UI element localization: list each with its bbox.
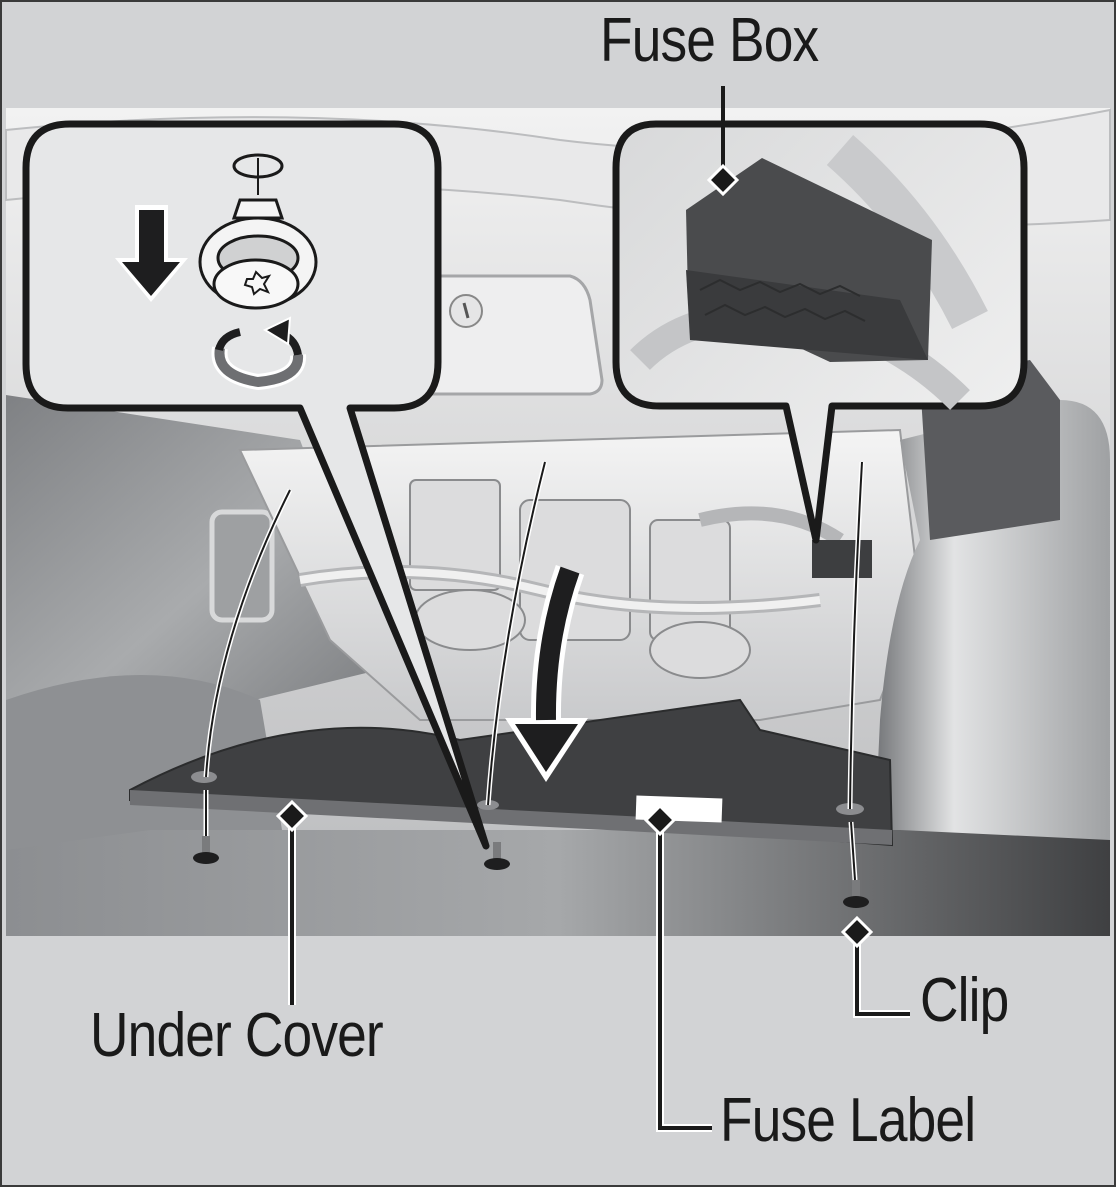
rotate-arrow-icon bbox=[211, 316, 306, 391]
support-bar bbox=[826, 134, 988, 329]
clip-guide-lines bbox=[203, 461, 865, 881]
fuse-box-large bbox=[686, 158, 932, 362]
keyhole bbox=[462, 302, 470, 319]
down-arrow-icon bbox=[115, 205, 188, 302]
clip bbox=[843, 880, 869, 908]
clips bbox=[193, 836, 869, 908]
label-clip: Clip bbox=[920, 966, 1009, 1035]
under-cover-pointer bbox=[275, 799, 309, 833]
fuse-box-inset bbox=[612, 120, 1028, 544]
clip-pointer bbox=[840, 915, 874, 949]
label-under-cover: Under Cover bbox=[90, 1001, 384, 1070]
under-cover-edge bbox=[130, 790, 892, 845]
fuse-box-pointer bbox=[706, 163, 740, 197]
clip-boss bbox=[191, 771, 217, 783]
pull-down-arrow bbox=[505, 564, 588, 782]
floor-area bbox=[6, 830, 1110, 936]
label-fuse-box: Fuse Box bbox=[600, 6, 819, 75]
glove-box-handle bbox=[418, 274, 604, 396]
fuse-box-in-scene bbox=[812, 540, 872, 578]
label-fuse-label: Fuse Label bbox=[720, 1086, 976, 1155]
fuse-label-pointer bbox=[643, 803, 677, 837]
push-clip-icon bbox=[198, 153, 318, 310]
clip bbox=[193, 836, 219, 864]
clip-removal-inset bbox=[22, 120, 490, 850]
side-vent bbox=[209, 509, 275, 623]
clip bbox=[484, 842, 510, 870]
callout-leaders bbox=[275, 86, 910, 1132]
